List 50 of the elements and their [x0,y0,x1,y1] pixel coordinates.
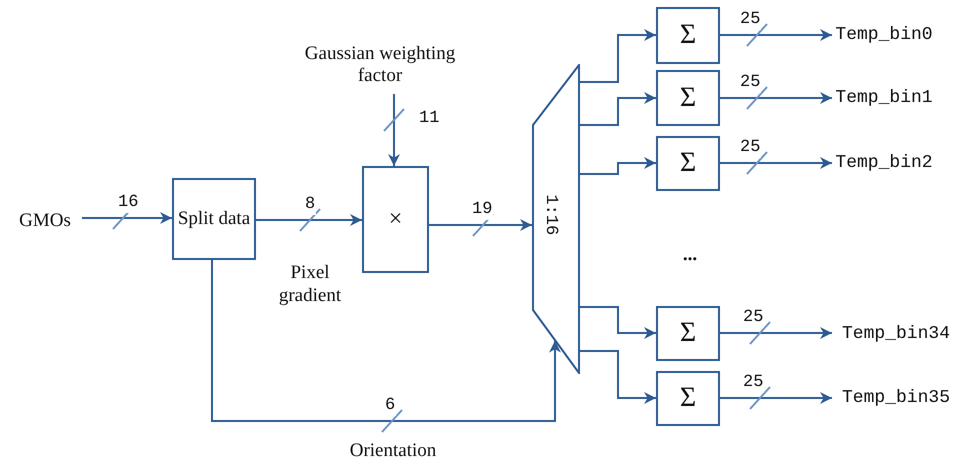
block-label: Σ [680,82,696,114]
signal-label: Orientation [348,440,438,463]
output-label: Temp_bin34 [842,324,950,344]
arrow [388,94,400,166]
input-label: GMOs [19,210,71,232]
process-box [656,7,720,64]
process-box [362,166,429,273]
signal-label: Pixel gradient [278,262,342,308]
arrow [580,306,656,339]
bus-width-label: 16 [117,194,140,213]
arrow [580,92,656,126]
block-label: Σ [680,19,696,52]
ratio-label: 1:16 [540,194,560,236]
ellipsis-text: ... [682,244,698,267]
input-label: Gaussian weighting factor [304,43,456,87]
arrow [720,327,832,339]
arrow [429,219,532,231]
arrow [720,92,832,104]
output-label: Temp_bin35 [842,388,950,408]
bus-width-label: 6 [384,397,396,416]
arrow [720,157,832,169]
block-label: × [388,206,402,234]
block-label: Σ [680,317,696,350]
arrow [580,157,656,175]
bus-width-label: 25 [742,309,764,328]
block-label: Σ [680,382,696,415]
process-box [656,136,720,191]
arrow [211,260,561,422]
arrow [256,214,362,226]
bus-width-label: 8 [304,196,316,215]
bus-width-label: 25 [739,74,762,93]
process-box [656,371,720,426]
bus-width-label: 19 [471,201,494,220]
process-box [656,306,720,361]
output-label: Temp_bin2 [835,152,933,174]
arrow [580,29,656,83]
bus-width-label: 25 [739,139,762,158]
output-label: Temp_bin1 [835,88,933,108]
demultiplexer-block [532,64,580,374]
process-box [172,178,256,260]
arrow [720,392,832,404]
block-label: Split data [178,208,250,230]
arrow [82,212,172,224]
arrow [720,29,832,41]
arrow [580,350,656,404]
bus-width-label: 25 [739,11,762,30]
block-label: Σ [680,147,696,180]
bus-width-label: 25 [742,374,764,393]
output-label: Temp_bin0 [835,24,933,46]
process-box [656,70,720,126]
